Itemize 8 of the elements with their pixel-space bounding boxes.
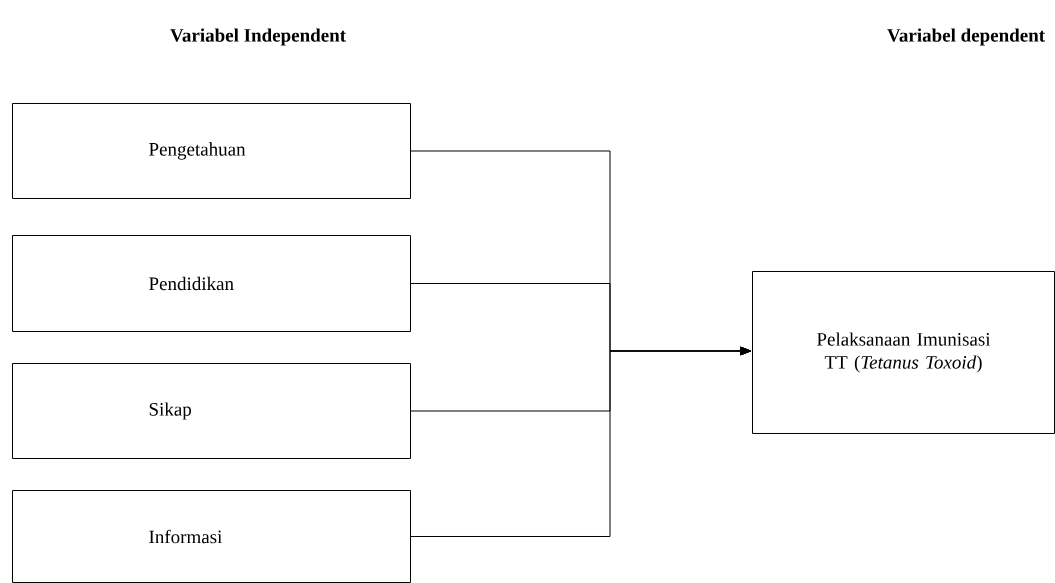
variable-box: Sikap [12,363,411,459]
connector-arrow [410,346,752,537]
variable-box: Informasi [12,490,411,583]
variable-box: Pendidikan [12,235,411,332]
outcome-box: Pelaksanaan Imunisasi TT (Tetanus Toxoid) [752,271,1055,434]
column-heading: Variabel dependent [887,28,1045,46]
column-heading: Variabel Independent [170,28,346,46]
variable-box: Pengetahuan [12,103,411,199]
